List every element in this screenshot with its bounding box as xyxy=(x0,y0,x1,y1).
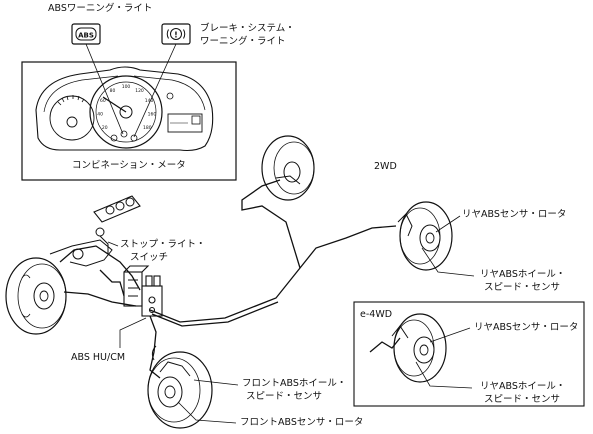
abs-hu-cm-label: ABS HU/CM xyxy=(71,352,126,363)
e4wd-rear-wheel xyxy=(391,313,447,383)
e4wd-rear-abs-sensor-rotor-label: リヤABSセンサ・ロータ xyxy=(474,322,579,333)
rear-sensor-leader xyxy=(421,247,475,277)
e4wd-rear-abs-wheel-speed-sensor-label-line1: リヤABSホイール・ xyxy=(480,381,566,392)
speed-tick-label: 160 xyxy=(148,112,157,118)
speed-tick-label: 120 xyxy=(135,88,144,94)
front-right-wheel xyxy=(147,345,213,429)
drive-2wd-label: 2WD xyxy=(374,161,397,172)
front-left-wheel xyxy=(5,257,67,335)
rear-wheel-upper xyxy=(261,135,315,201)
rear-abs-wheel-speed-sensor-label-line1: リヤABSホイール・ xyxy=(480,269,566,280)
front-abs-wheel-speed-sensor-label-line1: フロントABSホイール・ xyxy=(242,378,347,389)
combination-meter-box xyxy=(21,61,237,181)
speed-tick-label: 60 xyxy=(100,98,106,104)
e4wd-sensor-leader xyxy=(415,361,473,389)
stop-light-switch-label-line1: ストップ・ライト・ xyxy=(120,239,206,250)
brake-icon-text: ! xyxy=(174,31,178,40)
speed-tick-label: 100 xyxy=(122,84,131,90)
e4wd-inset-box xyxy=(353,301,585,407)
rear-wheel-right xyxy=(397,201,453,271)
speed-tick-label: 80 xyxy=(110,88,116,94)
brake-lines xyxy=(59,179,397,379)
front-sensor-leader xyxy=(193,379,239,386)
brake-warning-light-icon: ! xyxy=(161,23,191,45)
brake-warning-leader xyxy=(133,43,177,138)
e4wd-brake-line xyxy=(369,337,401,353)
abs-hu-cm-unit xyxy=(123,265,163,317)
front-abs-wheel-speed-sensor-label-line2: スピード・センサ xyxy=(246,391,323,402)
rear-abs-wheel-speed-sensor-label-line2: スピード・センサ xyxy=(484,282,561,293)
speed-tick-label: 20 xyxy=(102,125,108,131)
front-abs-sensor-rotor-label: フロントABSセンサ・ロータ xyxy=(240,417,364,428)
stop-light-switch-leader xyxy=(107,241,119,247)
meter-connector xyxy=(93,195,141,223)
abs-hu-cm-leader xyxy=(119,317,147,348)
speed-tick-label: 180 xyxy=(143,125,152,131)
stop-light-switch-label-line2: スイッチ xyxy=(130,252,169,263)
abs-icon-text: ABS xyxy=(78,31,94,39)
brake-warning-light-label-line2: ワーニング・ライト xyxy=(200,36,286,47)
e4wd-rear-abs-wheel-speed-sensor-label-line2: スピード・センサ xyxy=(484,394,561,405)
front-left-strut xyxy=(49,227,113,267)
speed-tick-label: 40 xyxy=(97,112,103,118)
brake-warning-light-label-line1: ブレーキ・システム・ xyxy=(200,23,295,34)
abs-warning-leader xyxy=(85,43,124,135)
abs-warning-light-label: ABSワーニング・ライト xyxy=(48,3,153,14)
combination-meter-label: コンビネーション・メータ xyxy=(72,160,186,171)
front-rotor-leader xyxy=(177,401,237,424)
rear-abs-sensor-rotor-label: リヤABSセンサ・ロータ xyxy=(462,209,567,220)
rear-rotor-leader xyxy=(435,215,461,233)
e4wd-rotor-leader xyxy=(429,327,471,343)
combination-meter-drawing xyxy=(35,66,214,152)
speed-tick-label: 140 xyxy=(145,98,154,104)
abs-warning-light-icon: ABS xyxy=(71,23,101,45)
e4wd-label: e-4WD xyxy=(360,309,393,320)
